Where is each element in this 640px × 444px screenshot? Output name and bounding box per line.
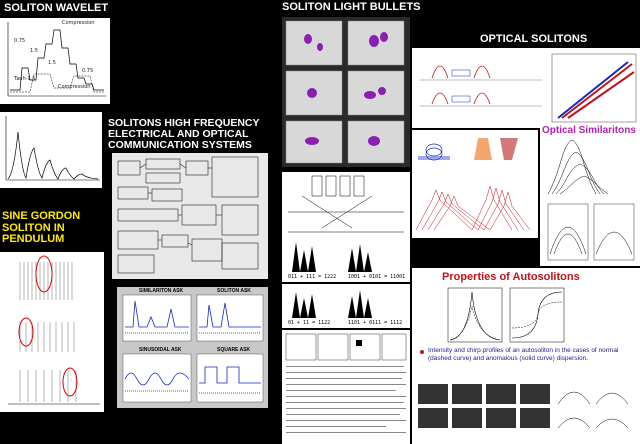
wavelet-decay-plot — [5, 116, 100, 181]
ask-traces — [122, 294, 264, 403]
heading-soliton-wavelet: SOLITON WAVELET — [4, 2, 109, 14]
dispersion-figure — [415, 138, 531, 231]
bullet-code: 1001 + 0101 = 11001 — [348, 274, 406, 280]
heading-optical-similaritons: Optical Similaritons — [542, 125, 636, 136]
ask-title: SQUARE ASK — [217, 347, 251, 353]
optical-solitons-figure — [420, 53, 637, 123]
light-bullets-grid — [282, 17, 410, 167]
block-diagram-panel — [112, 153, 268, 279]
bullet-boxes — [285, 20, 405, 164]
wavelet-label: 0.75 — [82, 68, 94, 74]
ask-title: SOLITON ASK — [217, 288, 251, 294]
wavelet-label: Compression — [58, 84, 91, 90]
optical-solitons-panel-2 — [412, 130, 538, 238]
pendulum-plot — [8, 255, 100, 405]
wavelet-label: 1.5 — [30, 48, 38, 54]
autosoliton-plots — [418, 287, 629, 429]
interference-figure — [288, 175, 404, 272]
ask-title: SIMILARITON ASK — [139, 288, 184, 294]
interference-figure-2 — [292, 290, 372, 318]
heading-optical-solitons: OPTICAL SOLITONS — [480, 33, 588, 45]
pendulum-panel — [0, 252, 104, 412]
bullet-code: 1101 + 0111 = 1112 — [348, 320, 403, 326]
autosoliton-caption: Intensity and chirp profiles of an autos… — [428, 347, 619, 363]
similaritons-panel: Optical Similaritons — [540, 124, 640, 266]
wavelet-step-plot — [7, 22, 106, 97]
bullet-code: 01 + 11 = 1122 — [288, 320, 331, 326]
heading-properties-autosolitons: Properties of Autosolitons — [442, 271, 580, 283]
ask-title: SINUSOIDAL ASK — [139, 347, 182, 353]
wavelet-label: 0.75 — [14, 38, 26, 44]
autosolitons-panel: Properties of Autosolitons Intensity and… — [412, 268, 640, 444]
paper-figure-strip — [285, 333, 407, 361]
heading-high-frequency: SOLITONS HIGH FREQUENCY ELECTRICAL AND O… — [108, 117, 260, 152]
interference-panel-2: 01 + 11 = 1122 1101 + 0111 = 1112 — [282, 284, 410, 328]
block-diagram — [117, 156, 259, 274]
wavelet-decay-panel — [0, 112, 102, 188]
wavelet-label: 1.5 — [48, 60, 56, 66]
interference-panel: 011 + 111 = 1222 1001 + 0101 = 11001 — [282, 172, 410, 282]
optical-solitons-panel — [412, 48, 640, 128]
ask-panels: SIMILARITON ASK SOLITON ASK SINUSOIDAL A… — [117, 287, 268, 408]
heading-sine-gordon: SINE GORDON SOLITON IN PENDULUM — [2, 210, 81, 246]
wavelet-label: Tanh-1.5 — [14, 76, 36, 82]
paper-excerpt — [282, 330, 410, 444]
bullet-code: 011 + 111 = 1222 — [288, 274, 337, 280]
wavelet-panel: Compression Compression Tanh-1.5 1.5 1.5… — [0, 18, 110, 104]
heading-light-bullets: SOLITON LIGHT BULLETS — [282, 1, 421, 13]
wavelet-label: Compression — [62, 20, 95, 26]
similariton-plots — [547, 139, 635, 261]
